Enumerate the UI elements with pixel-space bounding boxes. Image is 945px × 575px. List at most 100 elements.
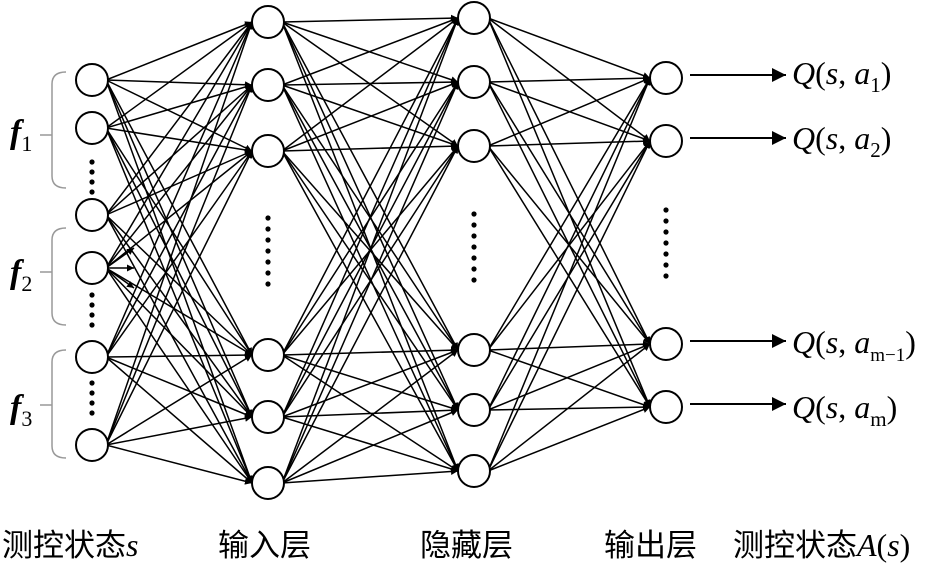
connection-line [281,346,459,356]
ellipsis-dot [89,169,95,175]
connection-line [105,21,253,358]
connection-line [105,150,253,358]
ellipsis-dot [89,189,95,195]
hidden-node [457,454,491,488]
connection-line [105,356,253,418]
connection-line [105,354,253,446]
lateral-arrow [105,247,135,269]
ellipsis-dot [663,251,669,257]
output-node [649,61,683,95]
connection-line [105,79,253,89]
ellipsis-dot [265,237,271,243]
feature-label-2: f2 [10,254,32,296]
state-node [75,198,109,232]
ellipsis-dot [89,380,95,386]
connection-line [487,17,651,345]
input-node [251,5,285,39]
connection-line [281,17,459,152]
output-labels: Q(s, a1) Q(s, a2) Q(s, am−1) Q(s, am) [792,55,916,431]
input-node [251,466,285,500]
ellipsis-dot [89,179,95,185]
connection-line [105,267,253,484]
ellipsis-dot [663,229,669,235]
ellipsis-dot [265,270,271,276]
bracket [51,227,67,326]
connection-line [281,17,459,418]
connection-line [487,17,651,79]
connection-line [105,414,253,446]
ellipsis-dot [89,322,95,328]
connection-line [487,343,651,411]
input-node [251,134,285,168]
connection-line [487,349,651,408]
hidden-node [457,333,491,367]
connection-line [281,409,459,484]
connection-line [281,81,459,484]
connection-line [105,127,253,484]
state-node [75,63,109,97]
ellipsis-dot [89,159,95,165]
ellipsis-dot [663,207,669,213]
caption-output-layer: 输出层 [604,528,697,564]
connection-line [105,150,253,446]
connection-line [105,79,253,418]
connection-line [281,467,459,484]
connection-line [281,78,459,86]
connection-line [281,14,459,23]
bracket [51,71,67,189]
connection-line [105,127,253,356]
ellipsis-dot [89,292,95,298]
ellipsis-dot [89,312,95,318]
input-node [251,68,285,102]
ellipsis-dot [471,211,477,217]
connection-line [281,17,459,356]
ellipsis-dot [265,281,271,287]
hidden-node [457,65,491,99]
ellipsis-dot [471,266,477,272]
connection-line [105,444,253,485]
connection-line [281,142,459,152]
caption-state: 测控状态s [2,527,138,564]
ellipsis-dot [471,277,477,283]
ellipsis-dot [471,233,477,239]
connection-line [105,21,253,216]
connection-line [487,77,651,351]
feature-label-3: f3 [10,389,32,431]
output-label-2: Q(s, a2) [792,120,891,162]
connection-line [281,349,459,484]
ellipsis-dot [89,390,95,396]
caption-input-layer: 输入层 [218,528,311,564]
bracket [51,349,67,459]
connection-line [281,145,459,484]
ellipsis-dot [471,255,477,261]
state-node [75,428,109,462]
state-node [75,251,109,285]
connection-line [105,150,253,216]
connection-line [487,403,651,411]
lateral-arrow [105,267,135,289]
output-label-4: Q(s, am) [792,389,897,431]
connection-line [105,267,253,418]
connection-line [105,79,253,152]
feature-label-1: f1 [10,114,32,156]
output-label-1: Q(s, a1) [792,55,891,97]
connection-line [105,21,253,81]
connection-line [105,84,253,358]
connection-line [105,21,254,446]
ellipsis-dot [663,262,669,268]
connection-line [105,84,253,216]
connection-line [105,150,253,269]
output-label-3: Q(s, am−1) [792,324,916,366]
connection-line [281,150,459,472]
ellipsis-dot [265,226,271,232]
connection-line [281,17,459,484]
ellipsis-dot [663,240,669,246]
connection-line [487,77,651,472]
connection-line [105,356,253,484]
connection-line [105,84,253,446]
caption-action-state: 测控状态A(s) [733,527,910,564]
connection-line [105,84,253,269]
ellipsis-dot [265,259,271,265]
connection-line [281,349,459,418]
